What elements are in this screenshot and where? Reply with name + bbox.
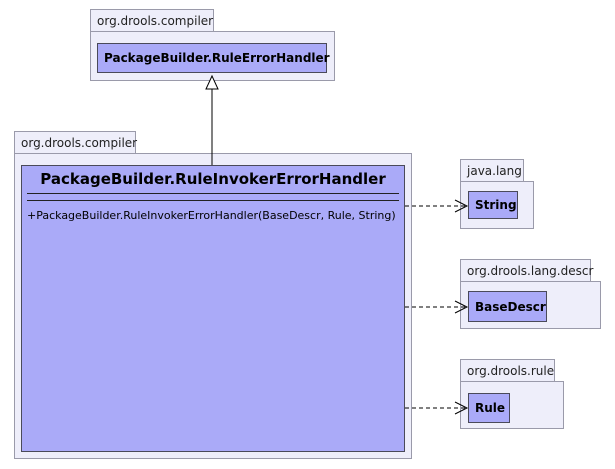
class-title: PackageBuilder.RuleInvokerErrorHandler (40, 170, 386, 188)
package-tab-compiler-top: org.drools.compiler (90, 9, 214, 31)
constructor-operation: +PackageBuilder.RuleInvokerErrorHandler(… (27, 209, 396, 222)
dependency-arrowhead-basedescr (454, 300, 469, 314)
generalization-arrowhead (205, 74, 219, 90)
class-rule[interactable]: Rule (468, 393, 510, 423)
dependency-arrowhead-rule (454, 401, 469, 415)
class-divider (27, 200, 399, 201)
class-rule-invoker-error-handler[interactable]: PackageBuilder.RuleInvokerErrorHandler +… (21, 165, 405, 452)
package-tab-java-lang: java.lang (460, 159, 524, 181)
class-divider (27, 193, 399, 194)
class-rule-error-handler[interactable]: PackageBuilder.RuleErrorHandler (97, 43, 330, 73)
class-base-descr[interactable]: BaseDescr (468, 291, 547, 322)
package-tab-rule: org.drools.rule (460, 359, 555, 381)
dependency-arrowhead-string (454, 199, 469, 213)
package-tab-lang-descr: org.drools.lang.descr (460, 259, 593, 281)
class-string[interactable]: String (468, 191, 518, 219)
package-tab-compiler-main: org.drools.compiler (14, 131, 137, 153)
